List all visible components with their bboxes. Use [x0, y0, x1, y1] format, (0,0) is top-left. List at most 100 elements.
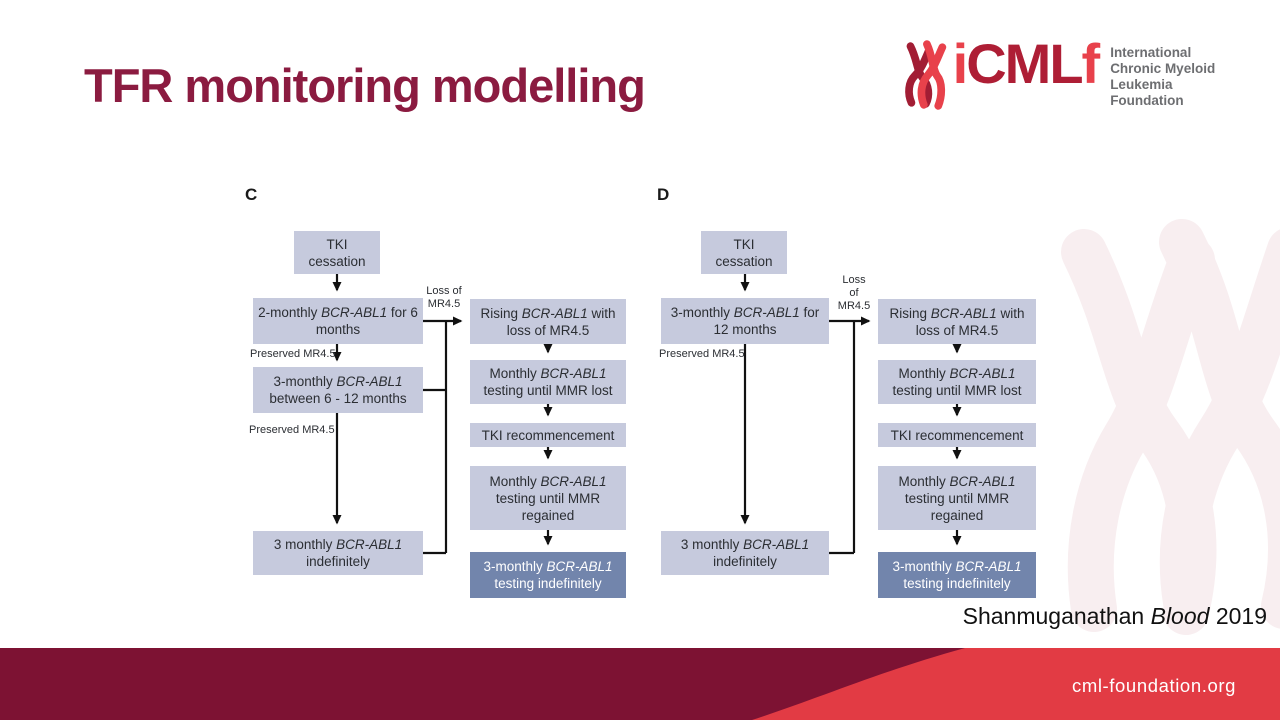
label-italic: BCR-ABL1 [336, 374, 403, 389]
flow-box-d-monthly-until-mmr-regained: Monthly BCR-ABL1 testing until MMR regai… [878, 466, 1036, 530]
label-post: testing until MMR regained [904, 490, 1010, 523]
chromosome-logo-icon [905, 40, 947, 110]
label-pre: Monthly [489, 366, 541, 381]
label-italic: BCR-ABL1 [955, 559, 1022, 574]
footer-accent-shape [752, 648, 1280, 720]
footer-band: cml-foundation.org [0, 648, 1280, 720]
label-pre: 3 monthly [680, 537, 744, 552]
label-italic: BCR-ABL1 [521, 305, 588, 321]
label-pre: TKI cessation [308, 236, 366, 269]
label-post: indefinitely [713, 554, 777, 569]
flow-box-d-monthly-until-mmr-lost: Monthly BCR-ABL1 testing until MMR lost [878, 360, 1036, 404]
flow-box-c-3monthly-6-12months: 3-monthly BCR-ABL1 between 6 - 12 months [253, 367, 423, 413]
label-post: for 6 months [315, 305, 418, 337]
label-post: testing until MMR lost [483, 383, 613, 398]
label-post: between 6 - 12 months [269, 391, 407, 406]
label-post: testing until MMR regained [495, 490, 601, 523]
flow-box-label: 3-monthly BCR-ABL1 testing indefinitely [878, 556, 1036, 594]
flow-box-label: Monthly BCR-ABL1 testing until MMR lost [878, 363, 1036, 401]
panel-label-d: D [657, 185, 670, 204]
flow-box-d-3monthly-12months: 3-monthly BCR-ABL1 for 12 months [661, 298, 829, 344]
flow-box-c-3monthly-testing-indefinitely: 3-monthly BCR-ABL1 testing indefinitely [470, 552, 626, 598]
flow-box-d-tki-recommencement: TKI recommencement [878, 423, 1036, 447]
edge-label-d-loss-of-mr45: Loss of MR4.5 [837, 274, 871, 312]
edge-label-c-preserved-mr45-2: Preserved MR4.5 [249, 424, 335, 436]
citation-journal: Blood [1150, 603, 1210, 629]
label-pre: 3-monthly [483, 559, 547, 574]
flow-box-label: TKI cessation [701, 234, 787, 272]
label-italic: BCR-ABL1 [540, 366, 607, 381]
logo-letter-i: i [952, 32, 969, 95]
flow-box-label: 3-monthly BCR-ABL1 testing indefinitely [470, 556, 626, 594]
flow-box-d-tki-cessation: TKI cessation [701, 231, 787, 274]
label-pre: Rising [889, 305, 931, 321]
edge-label-c-preserved-mr45-1: Preserved MR4.5 [250, 348, 336, 360]
flow-box-label: 3 monthly BCR-ABL1 indefinitely [661, 534, 829, 572]
flow-box-d-3monthly-indefinitely: 3 monthly BCR-ABL1 indefinitely [661, 531, 829, 575]
flow-box-label: Rising BCR-ABL1 with loss of MR4.5 [878, 303, 1036, 341]
icmlf-logo: iCMLf International Chronic Myeloid Leuk… [901, 36, 1280, 110]
flow-box-label: Monthly BCR-ABL1 testing until MMR lost [470, 363, 626, 401]
label-pre: 3 monthly [273, 537, 337, 552]
page-title: TFR monitoring modelling [84, 59, 646, 112]
flow-box-label: Rising BCR-ABL1 with loss of MR4.5 [470, 303, 626, 341]
flow-box-label: 3 monthly BCR-ABL1 indefinitely [253, 534, 423, 572]
edge-label-d-preserved-mr45: Preserved MR4.5 [659, 348, 745, 360]
label-post: indefinitely [306, 554, 370, 569]
edge-label-c-loss-of-mr45: Loss of MR4.5 [426, 285, 462, 310]
flow-box-label: Monthly BCR-ABL1 testing until MMR regai… [878, 471, 1036, 526]
label-pre: 2-monthly [258, 305, 322, 320]
label-post: for 12 months [713, 305, 820, 337]
citation-author: Shanmuganathan [962, 603, 1151, 629]
label-pre: 3-monthly [670, 305, 734, 320]
logo-subtitle: International Chronic Myeloid Leukemia F… [1110, 45, 1216, 108]
label-italic: BCR-ABL1 [546, 559, 613, 574]
chromosome-watermark-icon [1061, 219, 1280, 635]
flow-box-c-2monthly-6months: 2-monthly BCR-ABL1 for 6 months [253, 298, 423, 344]
flow-box-label: 2-monthly BCR-ABL1 for 6 months [253, 302, 423, 340]
flow-box-label: TKI recommencement [477, 425, 620, 446]
label-post: testing indefinitely [903, 576, 1011, 591]
label-italic: BCR-ABL1 [540, 473, 607, 489]
logo-wordmark: iCMLf [953, 36, 1100, 92]
label-pre: 3-monthly [273, 374, 337, 389]
flow-box-label: Monthly BCR-ABL1 testing until MMR regai… [470, 471, 626, 526]
label-italic: BCR-ABL1 [743, 537, 810, 552]
flow-box-c-tki-recommencement: TKI recommencement [470, 423, 626, 447]
label-italic: BCR-ABL1 [321, 305, 388, 320]
label-post: with loss of MR4.5 [915, 305, 1025, 338]
flow-box-d-rising-loss-mr45: Rising BCR-ABL1 with loss of MR4.5 [878, 299, 1036, 344]
panel-label-c: C [245, 185, 258, 204]
label-post: with loss of MR4.5 [506, 305, 616, 338]
label-pre: Monthly [898, 473, 950, 489]
label-italic: BCR-ABL1 [949, 473, 1016, 489]
logo-letters-cml: CML [966, 32, 1083, 95]
label-pre: TKI cessation [715, 236, 773, 269]
label-pre: TKI recommencement [481, 427, 615, 443]
label-pre: 3-monthly [892, 559, 956, 574]
label-pre: TKI recommencement [890, 427, 1024, 443]
flow-box-c-monthly-until-mmr-lost: Monthly BCR-ABL1 testing until MMR lost [470, 360, 626, 404]
label-pre: Monthly [489, 473, 541, 489]
flow-box-c-3monthly-indefinitely: 3 monthly BCR-ABL1 indefinitely [253, 531, 423, 575]
logo-letter-f: f [1081, 32, 1101, 95]
label-pre: Monthly [898, 366, 950, 381]
flow-box-c-monthly-until-mmr-regained: Monthly BCR-ABL1 testing until MMR regai… [470, 466, 626, 530]
flow-box-label: TKI cessation [294, 234, 380, 272]
footer-url: cml-foundation.org [1071, 675, 1236, 696]
flow-box-c-rising-loss-mr45: Rising BCR-ABL1 with loss of MR4.5 [470, 299, 626, 344]
label-pre: Rising [480, 305, 522, 321]
label-italic: BCR-ABL1 [733, 305, 800, 320]
flow-box-label: 3-monthly BCR-ABL1 between 6 - 12 months [253, 371, 423, 409]
flow-box-label: TKI recommencement [886, 425, 1029, 446]
label-post: testing until MMR lost [892, 383, 1022, 398]
flow-box-label: 3-monthly BCR-ABL1 for 12 months [661, 302, 829, 340]
label-post: testing indefinitely [494, 576, 602, 591]
label-italic: BCR-ABL1 [336, 537, 403, 552]
flow-box-c-tki-cessation: TKI cessation [294, 231, 380, 274]
label-italic: BCR-ABL1 [949, 366, 1016, 381]
label-italic: BCR-ABL1 [930, 305, 997, 321]
citation: Shanmuganathan Blood 2019 [963, 603, 1267, 630]
flow-box-d-3monthly-testing-indefinitely: 3-monthly BCR-ABL1 testing indefinitely [878, 552, 1036, 598]
